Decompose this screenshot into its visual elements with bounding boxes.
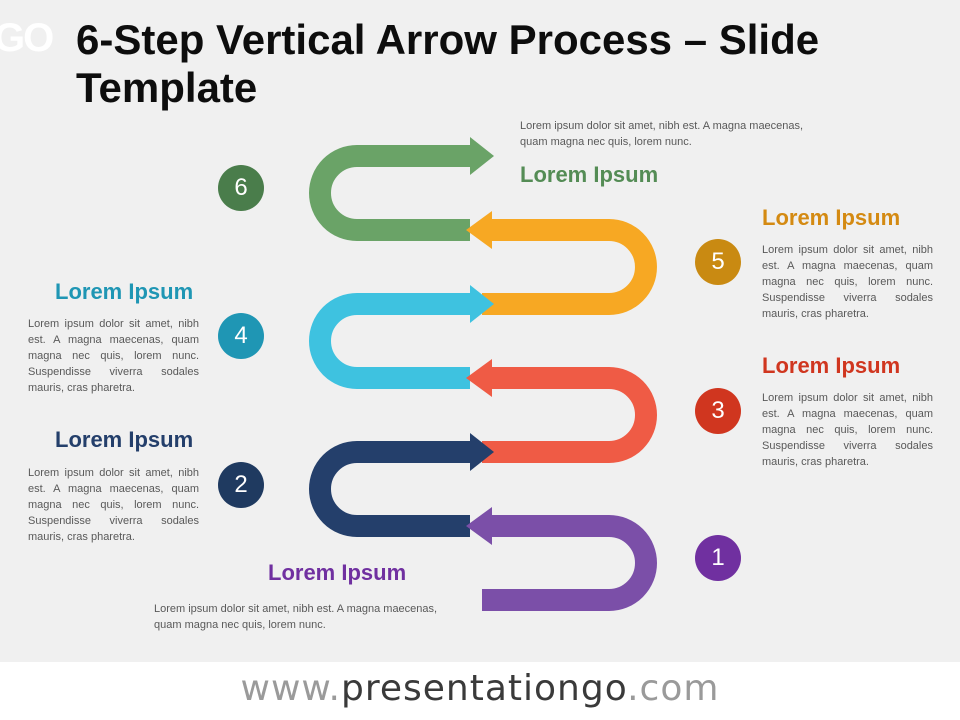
arrowhead-step-1 bbox=[466, 507, 492, 545]
arrowhead-step-5 bbox=[466, 211, 492, 249]
arrow-step-3 bbox=[482, 367, 657, 463]
step-2-heading: Lorem Ipsum bbox=[55, 427, 194, 452]
step-6-number-badge: 6 bbox=[218, 165, 264, 211]
step-2-number-badge: 2 bbox=[218, 462, 264, 508]
step-3-description: Lorem ipsum dolor sit amet, nibh est. A … bbox=[762, 392, 933, 468]
arrowhead-step-2 bbox=[470, 433, 494, 471]
arrow-step-6 bbox=[309, 145, 472, 241]
arrow-step-1 bbox=[482, 515, 657, 611]
step-1-number-badge: 1 bbox=[695, 535, 741, 581]
page-title: 6-Step Vertical Arrow Process – Slide Te… bbox=[76, 16, 820, 111]
step-5-heading: Lorem Ipsum bbox=[762, 205, 901, 230]
footer-domain-suffix: .com bbox=[627, 668, 720, 709]
step-4-description: Lorem ipsum dolor sit amet, nibh est. A … bbox=[28, 318, 199, 394]
footer-brand-name: presentationgo bbox=[341, 668, 628, 709]
arrow-step-4 bbox=[309, 293, 472, 389]
slide-canvas bbox=[0, 0, 960, 662]
process-arrow-diagram bbox=[309, 137, 657, 611]
step-4-number-badge: 4 bbox=[218, 313, 264, 359]
step-1-description: Lorem ipsum dolor sit amet, nibh est. A … bbox=[154, 603, 438, 631]
step-5-number-badge: 5 bbox=[695, 239, 741, 285]
arrow-step-2 bbox=[309, 441, 472, 537]
logo: GO bbox=[0, 16, 54, 60]
footer-www: www. bbox=[240, 668, 341, 709]
step-2-description: Lorem ipsum dolor sit amet, nibh est. A … bbox=[28, 467, 199, 543]
step-5-description: Lorem ipsum dolor sit amet, nibh est. A … bbox=[762, 244, 933, 320]
footer-bar bbox=[0, 662, 960, 720]
arrowhead-step-3 bbox=[466, 359, 492, 397]
arrowhead-step-4 bbox=[470, 285, 494, 323]
step-3-number-badge: 3 bbox=[695, 388, 741, 434]
step-4-heading: Lorem Ipsum bbox=[55, 279, 194, 304]
step-6-description: Lorem ipsum dolor sit amet, nibh est. A … bbox=[520, 120, 804, 148]
step-3-heading: Lorem Ipsum bbox=[762, 353, 901, 378]
arrow-step-5 bbox=[482, 219, 657, 315]
arrowhead-step-6 bbox=[470, 137, 494, 175]
step-1-heading: Lorem Ipsum bbox=[268, 560, 407, 585]
step-6-heading: Lorem Ipsum bbox=[520, 162, 659, 187]
footer-website-link[interactable]: www.presentationgo.com bbox=[0, 668, 960, 709]
